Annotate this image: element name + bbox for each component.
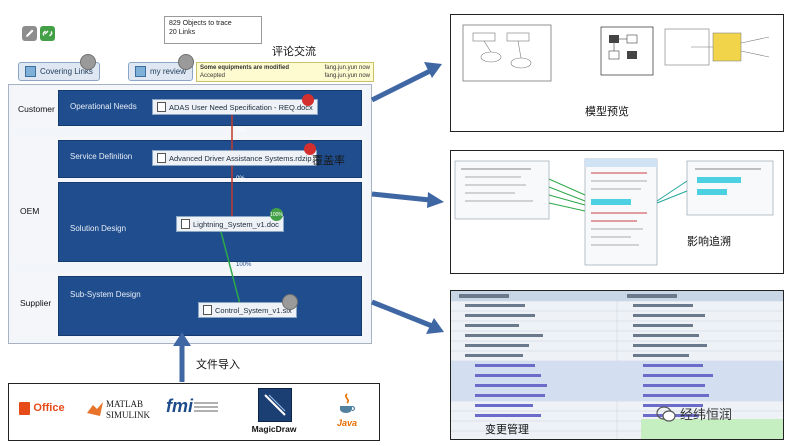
comment-note: Some equipments are modified fang.jun.yu… (196, 62, 374, 82)
my-review-button[interactable]: my review (128, 62, 194, 81)
pencil-icon (26, 29, 34, 37)
arrow-to-model-preview (370, 67, 434, 103)
magicdraw-icon (258, 388, 292, 422)
role-customer: Customer (18, 104, 55, 114)
covering-links-status-dot (80, 54, 96, 70)
matlab-simulink-logo[interactable]: MATLAB SIMULINK (86, 396, 156, 426)
covering-links-button[interactable]: Covering Links (18, 62, 100, 81)
fmi-logo[interactable]: fmi (166, 396, 222, 426)
document-icon (157, 153, 166, 163)
review-icon (135, 66, 146, 77)
comment-annotation: 评论交流 (272, 45, 316, 58)
row-label-subsystem-design: Sub-System Design (70, 290, 141, 299)
rdzip-status-dot (304, 143, 316, 155)
link-label-3: 100% (236, 262, 252, 268)
model-preview-annotation: 模型预览 (585, 105, 629, 118)
req-status-dot (302, 94, 314, 106)
magicdraw-logo[interactable]: MagicDraw (244, 388, 304, 438)
doc-lightning[interactable]: Lightning_System_v1.doc (176, 216, 284, 232)
impact-diagram (454, 158, 774, 266)
impact-trace-panel: 影响追溯 (450, 150, 784, 274)
wechat-icon (656, 405, 676, 422)
trace-stats: 829 Objects to trace 20 Links (164, 16, 262, 44)
doc-rdzip[interactable]: Advanced Driver Assistance Systems.rdzip (152, 150, 317, 166)
import-tools-panel (8, 383, 380, 441)
arrow-to-impact (371, 191, 431, 203)
change-table (451, 291, 783, 439)
simulink-file-icon (203, 305, 212, 315)
matlab-icon (87, 402, 103, 416)
row-label-operational-needs: Operational Needs (70, 102, 137, 111)
objects-count: 829 Objects to trace (169, 20, 232, 27)
row-label-solution-design: Solution Design (70, 224, 127, 233)
change-management-panel: 变更管理 (450, 290, 784, 440)
coverage-annotation: 覆盖率 (312, 154, 345, 167)
link-label-2: 0% (236, 176, 245, 182)
fmi-tagline (194, 402, 218, 416)
edit-button[interactable] (22, 26, 37, 41)
links-count: 20 Links (169, 29, 196, 36)
link-lightning-to-control (219, 227, 241, 305)
control-status-dot (282, 294, 298, 310)
office-icon (19, 401, 31, 415)
import-annotation: 文件导入 (196, 358, 240, 371)
link-label-1: 0% (236, 128, 245, 134)
java-cup-icon (340, 393, 356, 413)
office-logo[interactable]: Office (14, 394, 70, 422)
document-icon (181, 219, 190, 229)
covering-links-icon (25, 66, 36, 77)
change-annotation: 变更管理 (485, 423, 529, 436)
my-review-status-dot (178, 54, 194, 70)
import-arrow (173, 332, 191, 382)
watermark: 经纬恒润 (656, 404, 732, 423)
role-supplier: Supplier (20, 298, 52, 308)
java-logo[interactable]: Java (332, 392, 362, 432)
model-preview-panel: 模型预览 (450, 14, 784, 132)
doc-control[interactable]: Control_System_v1.slx (198, 302, 297, 318)
model-diagram (462, 24, 770, 82)
arrow-to-change (371, 299, 433, 329)
lightning-status-badge: 100% (270, 208, 283, 221)
document-icon (157, 102, 166, 112)
row-label-service-definition: Service Definition (70, 152, 133, 161)
impact-annotation: 影响追溯 (687, 235, 731, 248)
doc-req[interactable]: ADAS User Need Specification - REQ.docx (152, 99, 318, 115)
link-icon (42, 30, 53, 37)
role-oem: OEM (20, 206, 40, 216)
link-button[interactable] (40, 26, 55, 41)
